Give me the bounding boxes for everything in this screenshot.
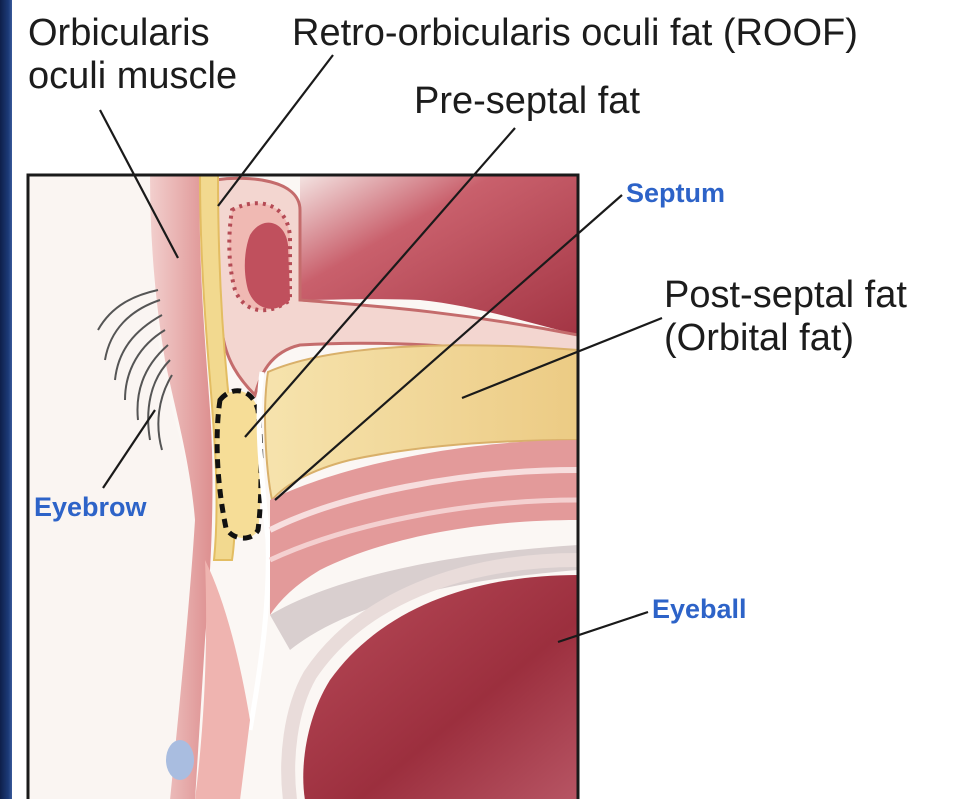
label-septum: Septum	[626, 178, 725, 208]
label-orbicularis-line2: oculi muscle	[28, 55, 237, 98]
bone-cavity	[245, 223, 290, 309]
pre-septal-fat-pocket	[217, 391, 261, 538]
gland-detail	[166, 740, 194, 780]
label-post-septal-fat: Post-septal fat (Orbital fat)	[664, 274, 907, 359]
label-roof: Retro-orbicularis oculi fat (ROOF)	[292, 12, 858, 55]
label-post-septal-line2: (Orbital fat)	[664, 317, 907, 360]
label-eyebrow: Eyebrow	[34, 492, 147, 522]
anatomy-artwork	[28, 175, 578, 799]
label-post-septal-line1: Post-septal fat	[664, 274, 907, 317]
label-pre-septal-fat: Pre-septal fat	[414, 80, 640, 123]
label-eyeball: Eyeball	[652, 594, 747, 624]
label-orbicularis-line1: Orbicularis	[28, 12, 237, 55]
label-orbicularis-oculi: Orbicularis oculi muscle	[28, 12, 237, 97]
